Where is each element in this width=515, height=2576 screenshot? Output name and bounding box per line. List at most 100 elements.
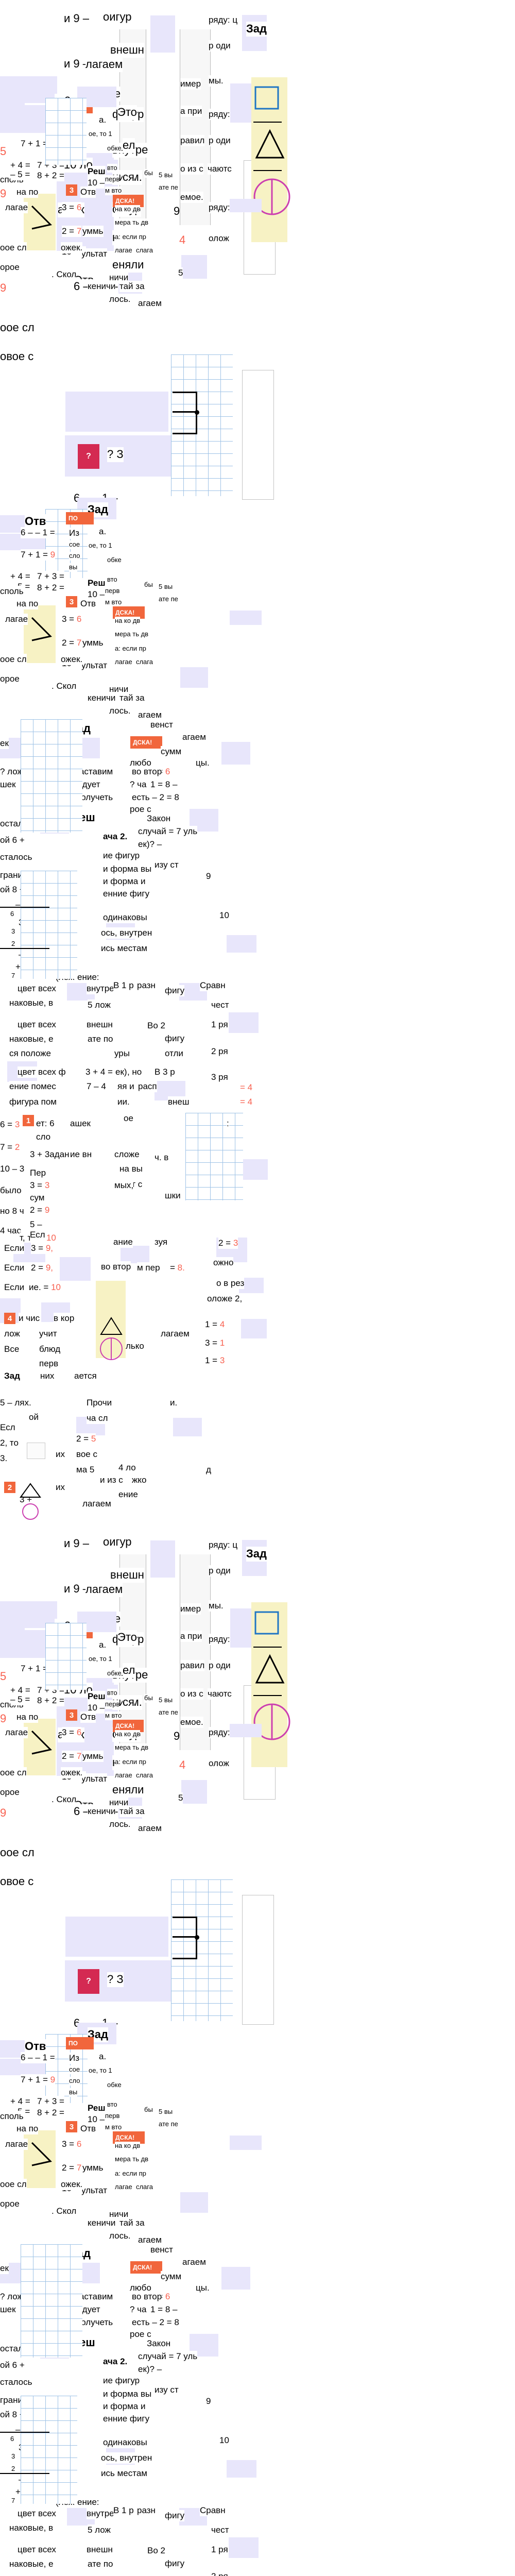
numbered-badge[interactable]: 3 bbox=[66, 1709, 77, 1721]
text-fragment: ся положе bbox=[9, 1048, 51, 1060]
text-fragment: лось. bbox=[109, 294, 131, 306]
text-fragment: 1 = 8 – bbox=[150, 2304, 178, 2316]
highlight-swatch bbox=[221, 2267, 250, 2290]
text-fragment: бы bbox=[144, 581, 153, 589]
text-fragment: ой bbox=[29, 1412, 39, 1423]
highlight-swatch bbox=[180, 667, 208, 688]
text-fragment: 4 ло bbox=[118, 1462, 136, 1474]
text-fragment: 2 = 9 bbox=[30, 1205, 50, 1216]
text-fragment: ии. bbox=[117, 1096, 130, 1108]
text-fragment: шек bbox=[0, 2304, 16, 2316]
highlight-swatch bbox=[229, 2537, 259, 2558]
text-fragment: 2 = 7 bbox=[62, 226, 82, 238]
text-fragment: рое с bbox=[130, 2329, 151, 2341]
text-fragment: 5 bbox=[0, 1669, 7, 1684]
text-fragment: Реш bbox=[88, 578, 106, 589]
text-fragment: = 4 bbox=[240, 1096, 253, 1108]
divider-line bbox=[253, 1695, 282, 1696]
yellow-note-panel bbox=[24, 194, 56, 250]
text-fragment: тай за bbox=[119, 281, 145, 293]
text-fragment: 5 лож bbox=[88, 2524, 111, 2536]
question-badge[interactable]: ? bbox=[78, 1969, 99, 1994]
text-fragment: = 8. bbox=[170, 1262, 185, 1274]
text-fragment: р оди bbox=[209, 1660, 231, 1672]
text-fragment: кеничи bbox=[88, 281, 116, 293]
text-fragment: обке bbox=[107, 2081, 122, 2090]
numbered-badge[interactable]: 3 bbox=[66, 2121, 77, 2132]
text-fragment: оложе 2, bbox=[207, 1293, 243, 1305]
text-fragment: Отв bbox=[80, 598, 96, 610]
text-fragment: уммь bbox=[82, 637, 104, 649]
text-fragment: на по bbox=[16, 2123, 39, 2135]
numbered-badge[interactable]: 4 bbox=[4, 1313, 15, 1324]
text-fragment: 3 = 6 bbox=[62, 1727, 82, 1739]
text-fragment: Есл bbox=[0, 1422, 15, 1434]
text-fragment: жко bbox=[132, 1475, 147, 1486]
orange-tag-badge[interactable]: ПО bbox=[66, 512, 94, 524]
divider-line bbox=[253, 122, 282, 123]
text-fragment: емое. bbox=[180, 1717, 203, 1728]
text-fragment: споль bbox=[0, 586, 24, 598]
text-fragment: зуя bbox=[154, 1236, 168, 1248]
text-fragment: разн bbox=[137, 2505, 156, 2517]
white-panel bbox=[242, 1895, 274, 2025]
grid-paper bbox=[171, 354, 233, 496]
text-fragment: + 4 = bbox=[10, 2096, 30, 2108]
numbered-badge[interactable]: 1 bbox=[23, 1115, 34, 1126]
text-fragment: ись местам bbox=[101, 943, 147, 955]
text-fragment: фигура пом bbox=[9, 1096, 57, 1108]
text-fragment: Отв bbox=[80, 1711, 96, 1723]
text-fragment: В 3 р bbox=[154, 1066, 175, 1078]
triangle-figure bbox=[255, 1654, 285, 1684]
text-fragment: орое bbox=[0, 2198, 20, 2210]
text-fragment: В 1 р bbox=[113, 980, 134, 992]
orange-tag-badge[interactable]: ПО bbox=[66, 2037, 94, 2049]
gray-column-panel bbox=[119, 1554, 146, 1750]
text-fragment: еняли bbox=[112, 1783, 144, 1798]
text-fragment: 2 = 7 bbox=[62, 1751, 82, 1762]
text-fragment: перв bbox=[105, 175, 120, 184]
orange-tag-badge[interactable]: ДСКА! bbox=[130, 736, 162, 749]
numbered-badge[interactable]: 3 bbox=[66, 184, 77, 196]
text-fragment: ое, то 1 bbox=[89, 130, 112, 139]
orange-tag-badge[interactable]: ДСКА! bbox=[130, 2261, 162, 2274]
numbered-badge[interactable]: 3 bbox=[66, 596, 77, 607]
text-fragment: о из с bbox=[180, 1688, 203, 1700]
text-fragment: на вы bbox=[119, 1163, 143, 1175]
text-fragment: оое сл bbox=[0, 320, 35, 335]
blue-square-figure bbox=[254, 86, 279, 110]
text-fragment: ел bbox=[123, 1663, 135, 1678]
text-fragment: ание bbox=[113, 1236, 133, 1248]
text-fragment: орое bbox=[0, 673, 20, 685]
text-fragment: ие фигур bbox=[103, 2375, 140, 2387]
text-fragment: ча сл bbox=[87, 1413, 108, 1425]
text-fragment: бы bbox=[144, 169, 153, 178]
text-fragment: 7 + 3 = bbox=[37, 571, 64, 583]
text-fragment: лагае bbox=[5, 614, 28, 625]
angle-figure bbox=[31, 205, 52, 230]
text-fragment: Прочи bbox=[87, 1397, 112, 1409]
text-fragment: 3 ря bbox=[211, 1072, 228, 1083]
text-fragment: лько bbox=[126, 1341, 144, 1352]
text-fragment: Отв bbox=[80, 2123, 96, 2135]
text-fragment: случай = 7 уль bbox=[138, 826, 198, 838]
text-fragment: Есл bbox=[30, 1229, 45, 1241]
text-fragment: 6 – – 1 = bbox=[21, 527, 55, 539]
highlight-swatch bbox=[0, 1642, 47, 1658]
text-fragment: 9 bbox=[174, 1729, 180, 1744]
text-fragment: ое, то 1 bbox=[89, 1655, 112, 1664]
question-badge[interactable]: ? bbox=[78, 444, 99, 469]
text-fragment: оое сл bbox=[0, 2179, 27, 2191]
text-fragment: сумм bbox=[161, 746, 182, 758]
text-fragment: было bbox=[0, 1185, 22, 1197]
text-fragment: ек)? – bbox=[138, 2364, 162, 2376]
text-fragment: ся bbox=[123, 1695, 134, 1710]
text-fragment: 9 bbox=[0, 1711, 7, 1726]
numbered-badge[interactable]: 2 bbox=[4, 1482, 15, 1493]
text-fragment: – 5 = bbox=[10, 169, 30, 181]
text-fragment: лагае слага bbox=[115, 246, 153, 255]
text-fragment: Сравн bbox=[200, 2505, 226, 2517]
text-fragment: тай за bbox=[119, 1806, 145, 1818]
circle-figure bbox=[253, 178, 290, 215]
text-fragment: агаем bbox=[138, 298, 162, 310]
